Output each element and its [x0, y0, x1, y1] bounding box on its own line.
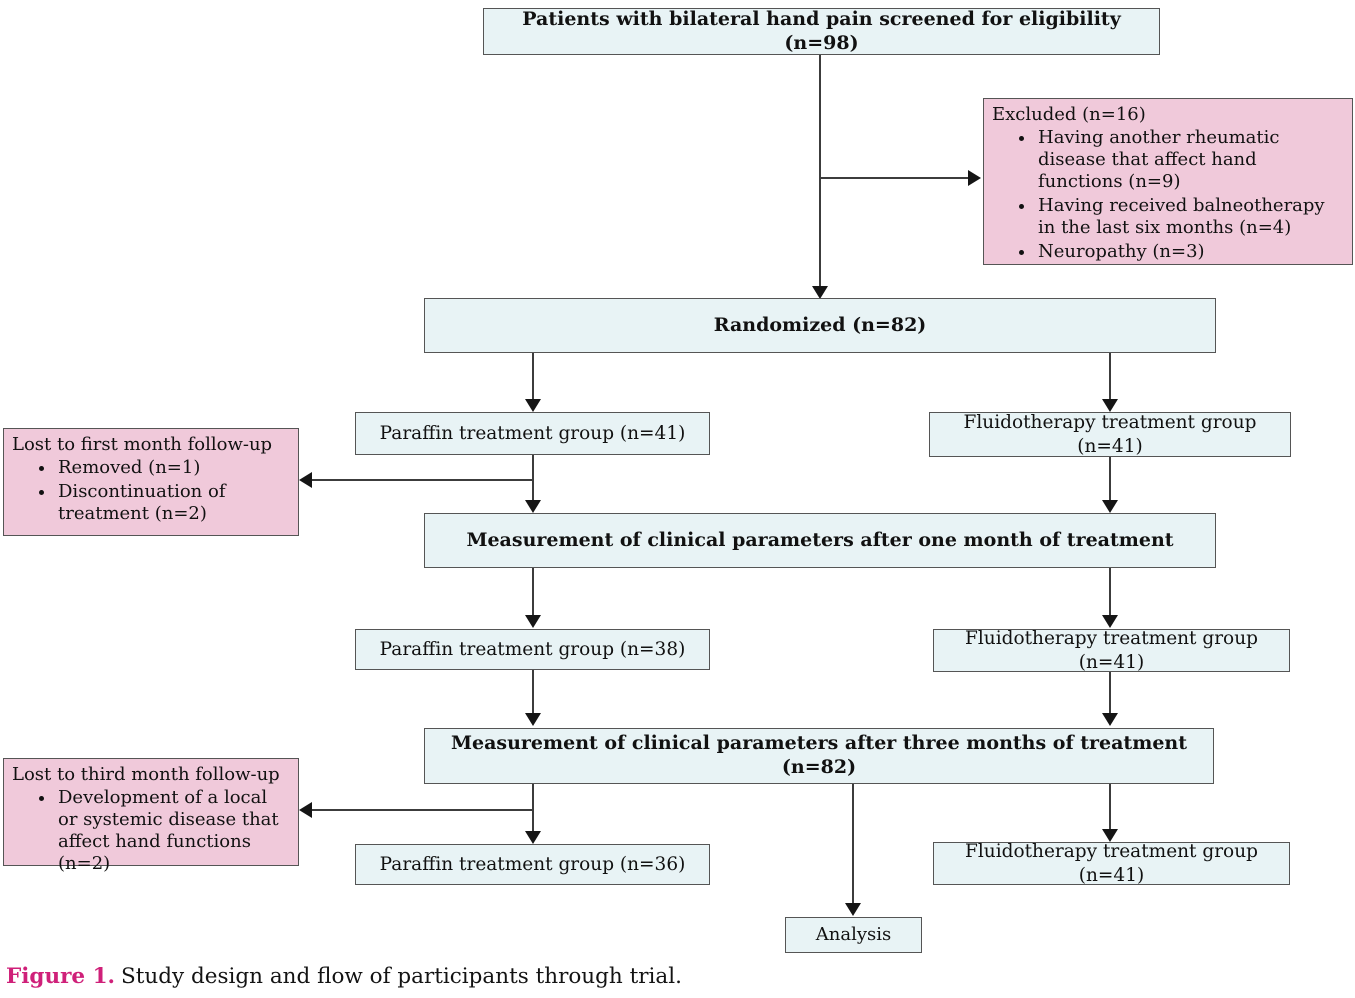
arrow-down-icon	[812, 286, 828, 299]
lost-third-month-box: Lost to third month follow-up Developmen…	[3, 758, 299, 874]
excluded-box: Excluded (n=16) Having another rheumatic…	[983, 98, 1353, 265]
paraffin-baseline-box: Paraffin treatment group (n=41)	[355, 412, 710, 455]
analysis-label: Analysis	[815, 923, 892, 945]
connector-paraffin-to-measurement1	[532, 455, 534, 502]
connector-measurement3-to-analysis	[852, 784, 854, 905]
lost-first-list: Removed (n=1) Discontinuation of treatme…	[12, 457, 290, 525]
fluidotherapy-month1-box: Fluidotherapy treatment group (n=41)	[933, 628, 1290, 673]
measurement-one-month-box: Measurement of clinical parameters after…	[424, 513, 1216, 568]
arrow-down-icon	[1102, 500, 1118, 513]
screened-label: Patients with bilateral hand pain screen…	[522, 7, 1121, 54]
arrow-down-icon	[1102, 399, 1118, 412]
arrow-down-icon	[1102, 829, 1118, 842]
connector-paraffin-to-lost-first	[312, 479, 533, 481]
screened-box: Patients with bilateral hand pain screen…	[483, 8, 1160, 55]
connector-measurement3-to-fluidotherapy	[1109, 784, 1111, 831]
fluidotherapy-month3-box: Fluidotherapy treatment group (n=41)	[933, 841, 1290, 886]
connector-fluidotherapy-to-measurement1	[1109, 457, 1111, 502]
figure-caption-label: Figure 1.	[6, 964, 116, 989]
connector-screened-to-randomized	[819, 55, 821, 287]
excluded-item: Having another rheumatic disease that af…	[1036, 127, 1344, 193]
arrow-down-icon	[525, 831, 541, 844]
fluidotherapy-month1-label: Fluidotherapy treatment group (n=41)	[965, 628, 1258, 673]
measurement-three-months-box: Measurement of clinical parameters after…	[424, 728, 1214, 784]
arrow-down-icon	[525, 615, 541, 628]
randomized-label: Randomized (n=82)	[713, 313, 927, 336]
measurement-three-months-label: Measurement of clinical parameters after…	[450, 732, 1187, 778]
connector-measurement3-to-paraffin	[532, 784, 534, 833]
arrow-right-icon	[968, 170, 981, 186]
connector-paraffin-to-measurement3	[532, 670, 534, 715]
connector-screened-to-excluded	[820, 177, 968, 179]
connector-measurement1-to-fluidotherapy	[1109, 568, 1111, 617]
paraffin-month3-label: Paraffin treatment group (n=36)	[379, 853, 686, 875]
fluidotherapy-baseline-label: Fluidotherapy treatment group (n=41)	[963, 412, 1257, 457]
arrow-left-icon	[299, 802, 312, 818]
connector-randomized-to-paraffin	[532, 353, 534, 401]
paraffin-month3-box: Paraffin treatment group (n=36)	[355, 844, 710, 885]
lost-first-item: Removed (n=1)	[56, 457, 290, 479]
excluded-item: Neuropathy (n=3)	[1036, 241, 1344, 263]
connector-randomized-to-fluidotherapy	[1109, 353, 1111, 401]
lost-third-item: Development of a local or systemic disea…	[56, 787, 290, 875]
arrow-left-icon	[299, 472, 312, 488]
fluidotherapy-month3-label: Fluidotherapy treatment group (n=41)	[965, 841, 1258, 886]
lost-first-month-box: Lost to first month follow-up Removed (n…	[3, 428, 299, 536]
figure-caption-text: Study design and flow of participants th…	[121, 964, 682, 989]
lost-first-title: Lost to first month follow-up	[12, 434, 273, 455]
lost-third-title: Lost to third month follow-up	[12, 764, 280, 785]
paraffin-month1-box: Paraffin treatment group (n=38)	[355, 629, 710, 670]
arrow-down-icon	[845, 903, 861, 916]
paraffin-month1-label: Paraffin treatment group (n=38)	[379, 638, 686, 660]
lost-first-item: Discontinuation of treatment (n=2)	[56, 481, 290, 525]
arrow-down-icon	[525, 713, 541, 726]
connector-measurement3-to-lost-third	[312, 809, 533, 811]
analysis-box: Analysis	[785, 917, 922, 953]
arrow-down-icon	[1102, 615, 1118, 628]
arrow-down-icon	[525, 500, 541, 513]
paraffin-baseline-label: Paraffin treatment group (n=41)	[379, 422, 686, 444]
connector-fluidotherapy-to-measurement3	[1109, 672, 1111, 715]
excluded-list: Having another rheumatic disease that af…	[992, 127, 1344, 263]
arrow-down-icon	[525, 399, 541, 412]
figure-caption: Figure 1.Study design and flow of partic…	[6, 964, 682, 989]
excluded-item: Having received balneotherapy in the las…	[1036, 195, 1344, 239]
arrow-down-icon	[1102, 713, 1118, 726]
fluidotherapy-baseline-box: Fluidotherapy treatment group (n=41)	[929, 412, 1291, 457]
connector-measurement1-to-paraffin	[532, 568, 534, 617]
lost-third-list: Development of a local or systemic disea…	[12, 787, 290, 875]
excluded-title: Excluded (n=16)	[992, 104, 1146, 125]
randomized-box: Randomized (n=82)	[424, 298, 1216, 353]
measurement-one-month-label: Measurement of clinical parameters after…	[466, 528, 1174, 551]
